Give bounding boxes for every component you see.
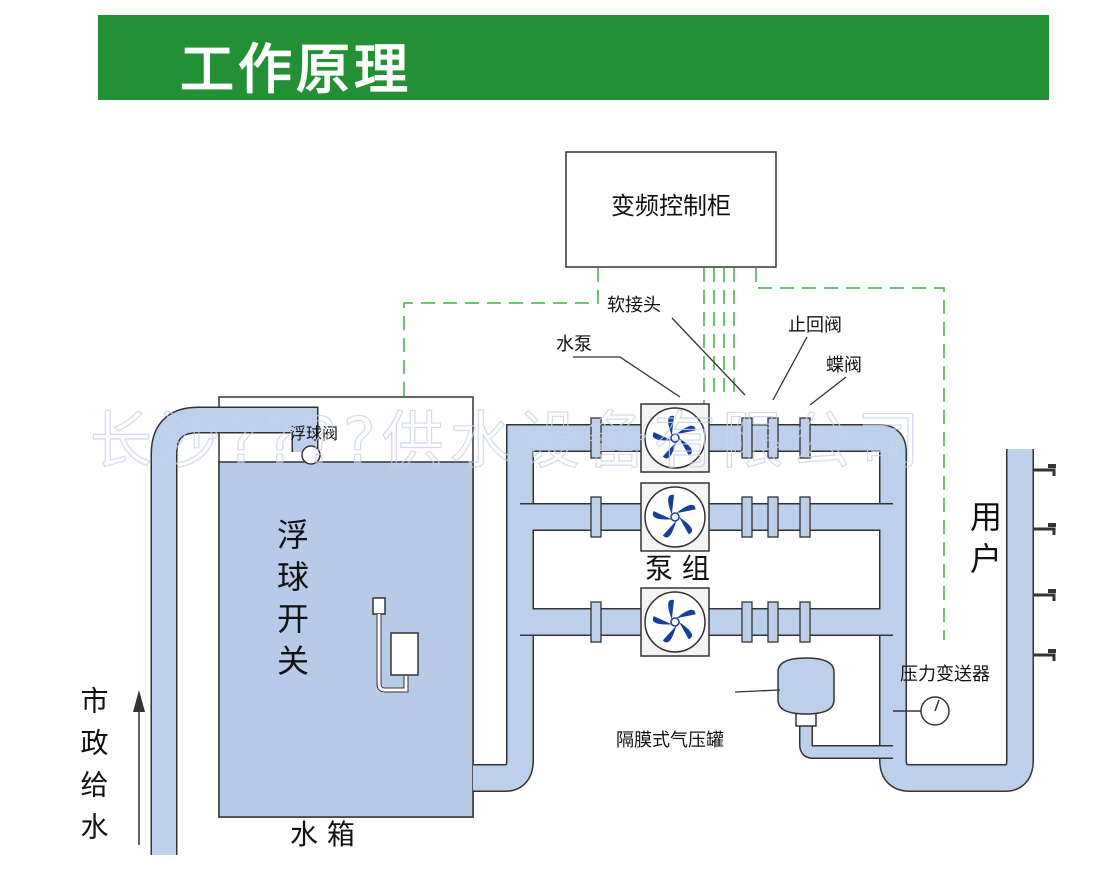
inlet-flange	[590, 417, 602, 459]
valves	[590, 417, 811, 643]
water-pump	[640, 403, 710, 473]
leader-lines	[573, 317, 847, 693]
check-valve	[767, 496, 779, 538]
diaphragm-tank-label: 隔膜式气压罐	[616, 730, 724, 751]
soft-joint	[741, 417, 753, 459]
user-taps	[1034, 464, 1056, 661]
soft-joint	[741, 496, 753, 538]
pressure-transmitter-label: 压力变送器	[900, 664, 990, 685]
butterfly-valve	[799, 496, 811, 538]
pressure-gauge	[893, 696, 950, 726]
water-pump	[640, 587, 710, 657]
tap-icon	[1034, 649, 1056, 661]
butterfly-valve	[799, 417, 811, 459]
diaphragm-tank	[777, 657, 893, 759]
pump-group	[640, 403, 710, 657]
supply-arrow	[133, 690, 145, 845]
users-label: 用户	[965, 500, 1003, 584]
check-valve	[767, 601, 779, 643]
check-valve-label: 止回阀	[788, 315, 842, 336]
tap-icon	[1034, 589, 1056, 601]
inlet-flange	[590, 496, 602, 538]
tank-water	[218, 461, 474, 818]
main-pipe	[473, 425, 1033, 791]
watermark: 长沙????供水设备有限公司	[90, 404, 926, 477]
butterfly-valve-label: 蝶阀	[826, 355, 862, 376]
butterfly-valve	[799, 601, 811, 643]
signal-lines	[403, 268, 945, 640]
water-tank-label: 水 箱	[290, 818, 355, 851]
float-valve-label: 浮球阀	[290, 424, 338, 443]
soft-joint	[741, 601, 753, 643]
inlet-pipe	[152, 408, 317, 855]
float-valve-ball	[301, 445, 321, 465]
inlet-flange	[590, 601, 602, 643]
soft-joint-label: 软接头	[607, 295, 661, 316]
title-banner: 工作原理	[98, 15, 1049, 101]
float-switch	[372, 597, 419, 693]
pump-group-label: 泵 组	[645, 552, 710, 585]
water-pump	[640, 482, 710, 552]
water-pump-label: 水泵	[556, 334, 592, 355]
control-cabinet-label: 变频控制柜	[611, 192, 731, 220]
control-cabinet-box	[565, 151, 777, 268]
page-title: 工作原理	[180, 38, 412, 101]
municipal-supply-label: 市政给水	[77, 686, 110, 854]
check-valve	[767, 417, 779, 459]
float-switch-label: 浮球开关	[272, 518, 310, 686]
tap-icon	[1034, 523, 1056, 535]
tap-icon	[1034, 464, 1056, 476]
